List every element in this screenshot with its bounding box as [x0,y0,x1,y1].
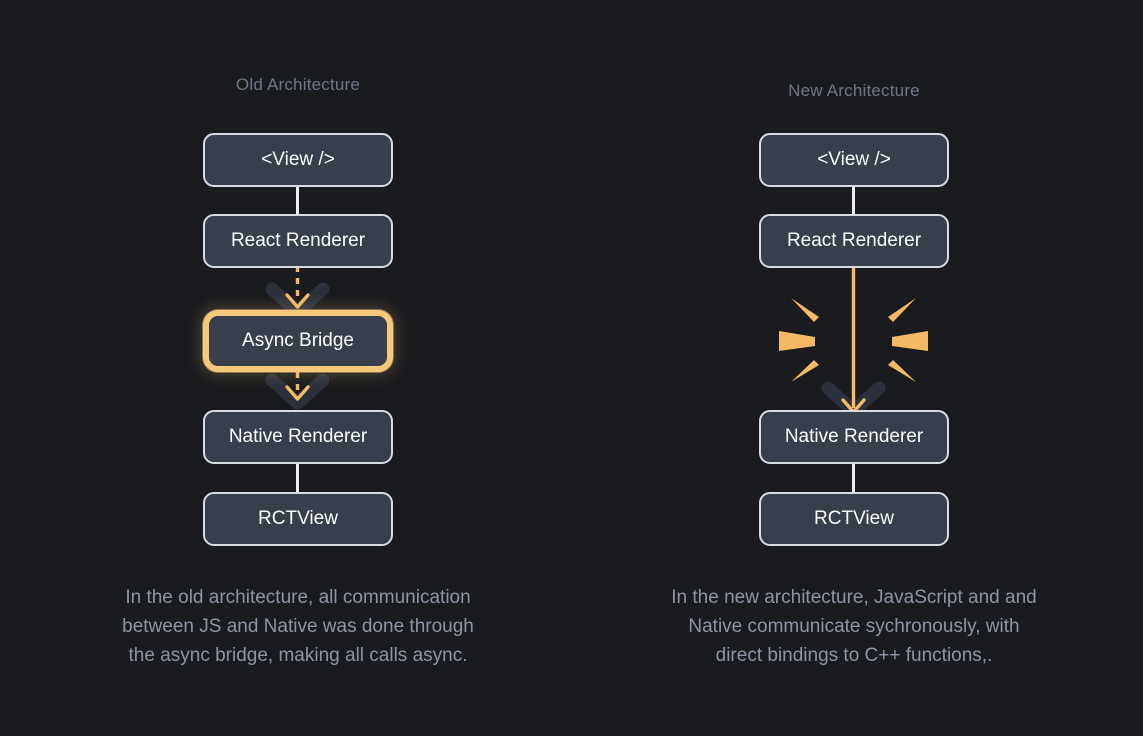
async-bridge-node-label: Async Bridge [242,330,354,351]
rctview-node-label: RCTView [258,508,338,529]
caption-line: In the old architecture, all communicati… [125,587,471,608]
native-renderer-node-label: Native Renderer [784,426,924,447]
old-architecture-caption: In the old architecture, all communicati… [48,583,548,670]
native-renderer-node-label: Native Renderer [228,426,368,447]
caption-line: direct bindings to C++ functions,. [715,645,993,666]
connector-view-to-react [852,186,855,214]
arrowhead-to-bridge-icon [285,293,310,309]
caption-line: Native communicate sychronously, with [688,616,1020,637]
connector-native-to-rctview [852,462,855,492]
react-renderer-node-label: React Renderer [786,230,922,251]
react-renderer-node[interactable]: React Renderer [203,214,393,268]
burst-rays-left-icon [779,298,819,382]
view-node[interactable]: <View /> [203,133,393,187]
async-bridge-node[interactable]: Async Bridge [203,310,393,372]
old-architecture-title: Old Architecture [235,75,361,94]
rctview-node-label: RCTView [814,508,894,529]
burst-rays-right-icon [888,298,928,382]
connector-native-to-rctview [296,462,299,492]
react-renderer-node-label: React Renderer [230,230,366,251]
old-architecture-column: Old Architecture <View /> React Renderer… [38,0,558,736]
view-node[interactable]: <View /> [759,133,949,187]
new-architecture-caption: In the new architecture, JavaScript and … [604,583,1104,670]
chevron-shadow-icon [265,282,330,319]
view-node-label: <View /> [261,149,335,170]
chevron-shadow-icon [265,373,330,410]
native-renderer-node[interactable]: Native Renderer [759,410,949,464]
rctview-node[interactable]: RCTView [203,492,393,546]
react-renderer-node[interactable]: React Renderer [759,214,949,268]
rctview-node[interactable]: RCTView [759,492,949,546]
new-architecture-title: New Architecture [788,81,920,100]
chevron-shadow-icon [821,381,886,418]
caption-line: between JS and Native was done through [122,616,474,637]
arrowhead-to-native-icon [285,385,310,401]
caption-line: the async bridge, making all calls async… [128,645,468,666]
caption-line: In the new architecture, JavaScript and … [671,587,1037,608]
view-node-label: <View /> [817,149,891,170]
native-renderer-node[interactable]: Native Renderer [203,410,393,464]
new-architecture-column: New Architecture <View [594,0,1114,736]
connector-view-to-react [296,186,299,214]
